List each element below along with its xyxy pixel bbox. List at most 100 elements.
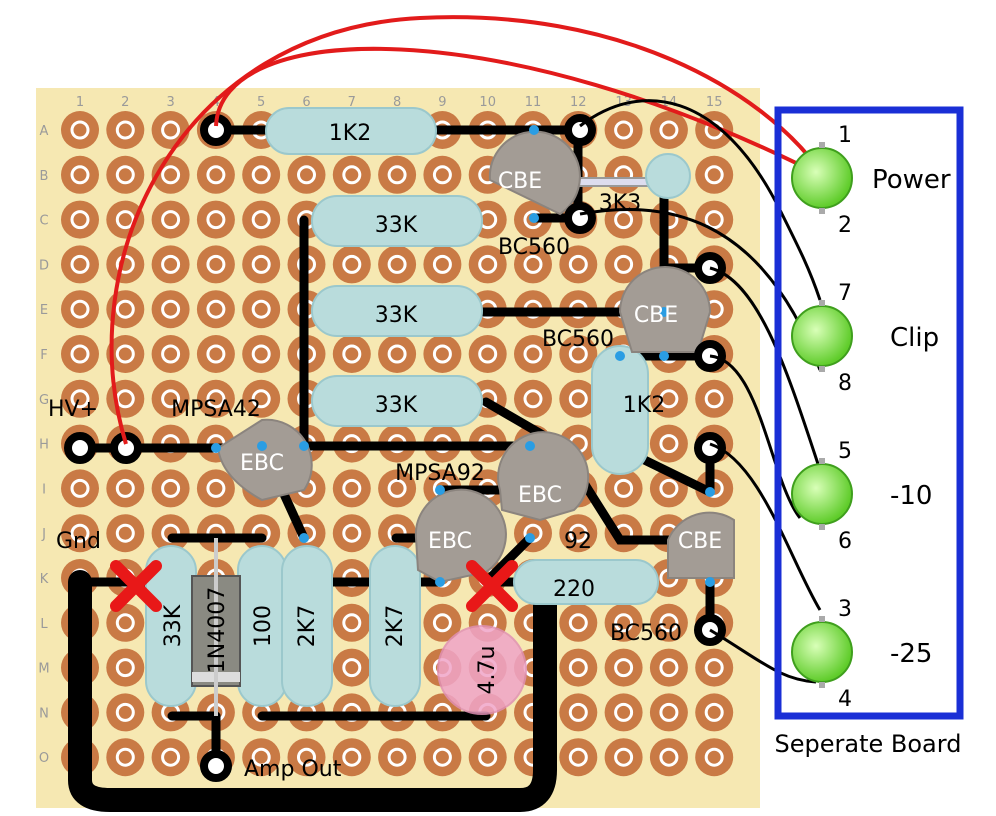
led: 34-25 [791, 597, 932, 712]
amp-out-label: Amp Out [244, 757, 342, 782]
pad-hole [251, 344, 271, 364]
pad [332, 514, 371, 553]
pad [242, 335, 281, 373]
pad [61, 469, 99, 508]
led-pin-bottom: 2 [838, 213, 852, 238]
row-label: M [38, 662, 49, 677]
transistor-bc560-bot [667, 511, 735, 579]
transistor-bc560-mid-pins: CBE [634, 303, 678, 328]
pad [559, 648, 598, 687]
pad-hole [614, 210, 634, 230]
transistor-mpsa92-pins: EBC [518, 483, 562, 508]
pad [151, 379, 190, 418]
pad [332, 648, 371, 687]
pad-hole [387, 747, 407, 767]
pad [106, 648, 145, 687]
resistor-220 [513, 559, 659, 605]
track-cuts [110, 560, 518, 612]
pad [378, 469, 417, 508]
resistor-1k2-top-label: 1K2 [329, 121, 371, 146]
ground-bus-wire [68, 570, 557, 812]
pad-hole [70, 523, 90, 543]
pad [242, 290, 281, 329]
led-pin-bottom: 4 [838, 687, 852, 712]
pad [332, 335, 371, 373]
power-wires [109, 15, 831, 445]
column-label: 8 [393, 95, 401, 110]
led-pin-top: 5 [838, 439, 852, 464]
pad-hole [568, 613, 588, 633]
column-label: 10 [479, 95, 496, 110]
led-lens [791, 463, 853, 525]
component-pins [211, 125, 715, 587]
pad [151, 335, 190, 373]
transistor-92 [414, 488, 507, 584]
led-pin-bottom: 8 [838, 371, 852, 396]
pad [196, 469, 235, 508]
pad-hole [704, 747, 724, 767]
pad [61, 245, 99, 284]
row-label: J [41, 527, 46, 542]
transistor-bc560-bot-pins: CBE [678, 529, 722, 554]
pad-hole [70, 254, 90, 274]
resistor-33k-v-label: 33K [161, 604, 186, 647]
pad [423, 155, 462, 194]
resistor-3k3-label: 3K3 [599, 191, 641, 216]
pad [423, 335, 462, 373]
pad [649, 738, 688, 777]
pad [649, 111, 688, 149]
pad-hole [523, 389, 543, 409]
column-label: 9 [438, 95, 446, 110]
pad-hole [161, 389, 181, 409]
pad-hole [523, 344, 543, 364]
pad-hole [432, 747, 452, 767]
row-label: I [42, 482, 46, 497]
pad [559, 335, 598, 373]
pad [151, 200, 190, 239]
pad [695, 693, 734, 732]
pad-hole [568, 658, 588, 678]
transistor-bc560-bot-part: BC560 [610, 621, 682, 646]
led-lead-wires [579, 99, 822, 684]
resistor-1k2-top [265, 107, 437, 155]
pad [559, 379, 598, 418]
pad [242, 738, 281, 777]
pad-hole [342, 747, 362, 767]
pad [61, 155, 99, 194]
pad-hole [432, 613, 452, 633]
transistor-bc560-mid-part: BC560 [542, 327, 614, 352]
pad [151, 738, 190, 777]
pad-hole [161, 299, 181, 319]
pad [649, 693, 688, 732]
row-label: N [39, 706, 49, 721]
row-label: C [39, 214, 48, 229]
transistor-mpsa42-part: MPSA42 [171, 397, 261, 422]
pad [151, 290, 190, 329]
pad-hole [659, 747, 679, 767]
pad-hole [115, 165, 135, 185]
pad [649, 648, 688, 687]
pad-hole [115, 747, 135, 767]
pad-hole [614, 478, 634, 498]
pad [151, 111, 190, 149]
pad-hole [115, 344, 135, 364]
pad-hole [342, 344, 362, 364]
row-label: E [40, 303, 48, 318]
pad-hole [614, 702, 634, 722]
pad [468, 335, 507, 373]
resistor-33k-e-label: 33K [375, 303, 418, 328]
pad-hole [115, 613, 135, 633]
hv-plus-label: HV+ [48, 397, 98, 422]
resistor-2k7-b-label: 2K7 [383, 605, 408, 647]
pad-hole [523, 254, 543, 274]
row-label: O [39, 751, 49, 766]
pad-hole [251, 254, 271, 274]
pad [61, 379, 99, 418]
pad [559, 693, 598, 732]
pad [242, 245, 281, 284]
row-label: A [40, 124, 49, 139]
pad-hole [614, 120, 634, 140]
led-name: Clip [890, 323, 939, 353]
pad [332, 245, 371, 284]
